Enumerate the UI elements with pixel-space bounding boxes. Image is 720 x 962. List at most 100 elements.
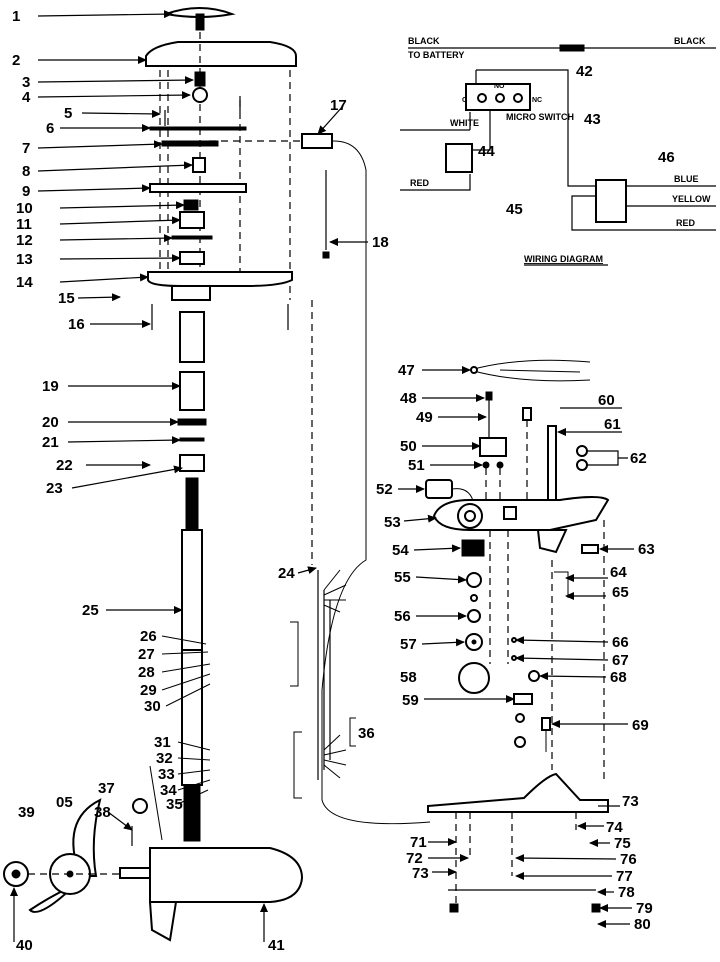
wire-label-to-battery: TO BATTERY [408, 50, 464, 60]
callout-9: 9 [22, 183, 30, 200]
callout-43: 43 [584, 111, 601, 128]
callout-4: 4 [22, 89, 31, 106]
part-19-sleeve [179, 371, 205, 411]
part-21 [179, 437, 205, 442]
callout-27: 27 [138, 646, 155, 663]
part-37 [132, 798, 148, 814]
callout-22: 22 [56, 457, 73, 474]
callout-80: 80 [634, 916, 651, 933]
callout-39: 39 [18, 804, 35, 821]
callout-59: 59 [402, 692, 419, 709]
part-55 [466, 572, 482, 588]
callout-31: 31 [154, 734, 171, 751]
callout-42: 42 [576, 63, 593, 80]
wire-label-blue: BLUE [674, 174, 699, 184]
callout-61: 61 [604, 416, 621, 433]
callout-41: 41 [268, 937, 285, 954]
part-22-collar [179, 454, 205, 472]
part-59 [513, 693, 533, 705]
part-63-pin [581, 544, 599, 554]
callout-14: 14 [16, 274, 33, 291]
part-41-lower-unit [149, 847, 304, 903]
callout-26: 26 [140, 628, 157, 645]
callout-21: 21 [42, 434, 59, 451]
part-6-rod [149, 126, 247, 131]
part-2-cover [145, 41, 297, 67]
callout-47: 47 [398, 362, 415, 379]
callout-67: 67 [612, 652, 629, 669]
skeg [148, 901, 178, 942]
part-17-plug [301, 133, 333, 149]
part-61-rod [547, 425, 557, 511]
part-47-cable [469, 359, 591, 382]
callout-16: 16 [68, 316, 85, 333]
callout-30: 30 [144, 698, 161, 715]
prop-shaft [119, 867, 151, 879]
callout-11: 11 [16, 216, 32, 233]
part-13-bushing [179, 251, 205, 265]
callout-55: 55 [394, 569, 411, 586]
callout-15: 15 [58, 290, 75, 307]
callout-44: 44 [478, 143, 495, 160]
callout-56: 56 [394, 608, 411, 625]
callout-37: 37 [98, 780, 115, 797]
part-52-knob [425, 479, 453, 499]
callout-54: 54 [392, 542, 409, 559]
callout-6: 6 [46, 120, 54, 137]
switch-terminal-no: NO [494, 83, 505, 90]
part-3-spring [194, 71, 206, 87]
callout-53: 53 [384, 514, 401, 531]
callout-57: 57 [400, 636, 417, 653]
callout-60: 60 [598, 392, 615, 409]
callout-29: 29 [140, 682, 157, 699]
callout-52: 52 [376, 481, 393, 498]
callout-74: 74 [606, 819, 623, 836]
part-54-connector [461, 539, 485, 557]
callout-19: 19 [42, 378, 59, 395]
micro-switch-label: MICRO SWITCH [506, 112, 574, 122]
callout-51: 51 [408, 457, 425, 474]
part-50-block [479, 437, 507, 457]
callout-20: 20 [42, 414, 59, 431]
bracket-assembly [425, 359, 612, 913]
part-8-switch [192, 157, 206, 173]
callout-75: 75 [614, 835, 631, 852]
callout-12: 12 [16, 232, 33, 249]
part-36-wire-harness [290, 569, 356, 799]
part-68 [528, 670, 540, 682]
part-10 [183, 199, 199, 211]
callout-5: 5 [64, 105, 72, 122]
shaft-lower [181, 649, 203, 786]
callout-45: 45 [506, 201, 523, 218]
callout-8: 8 [22, 163, 30, 180]
callout-1: 1 [12, 8, 20, 25]
part-7-bar [161, 140, 219, 147]
callout-63: 63 [638, 541, 655, 558]
part-56 [467, 609, 481, 623]
callout-79: 79 [636, 900, 653, 917]
leader-lines [10, 10, 634, 942]
callout-71: 71 [410, 834, 427, 851]
callout-7: 7 [22, 140, 30, 157]
wire-label-white: WHITE [450, 118, 479, 128]
wire-label-red-top: RED [410, 178, 430, 188]
callout-38: 38 [94, 804, 111, 821]
callout-10: 10 [16, 200, 33, 217]
part-1-knob [162, 7, 236, 18]
callout-77: 77 [616, 868, 633, 885]
callout-2: 2 [12, 52, 20, 69]
callout-33: 33 [158, 766, 175, 783]
part-73-base-plate [427, 772, 609, 813]
callout-32: 32 [156, 750, 173, 767]
wire-label-yellow: YELLOW [672, 194, 711, 204]
callout-18: 18 [372, 234, 389, 251]
part-46-terminal-block [595, 179, 627, 223]
callout-62: 62 [630, 450, 647, 467]
callout-labels: 1 2 3 4 5 6 7 8 9 10 11 12 13 14 15 16 1… [12, 8, 675, 954]
shaft-upper [185, 477, 199, 531]
callout-69: 69 [632, 717, 649, 734]
part-60 [522, 407, 532, 421]
part-18-connector [322, 251, 330, 259]
callout-46: 46 [658, 149, 675, 166]
callout-49: 49 [416, 409, 433, 426]
